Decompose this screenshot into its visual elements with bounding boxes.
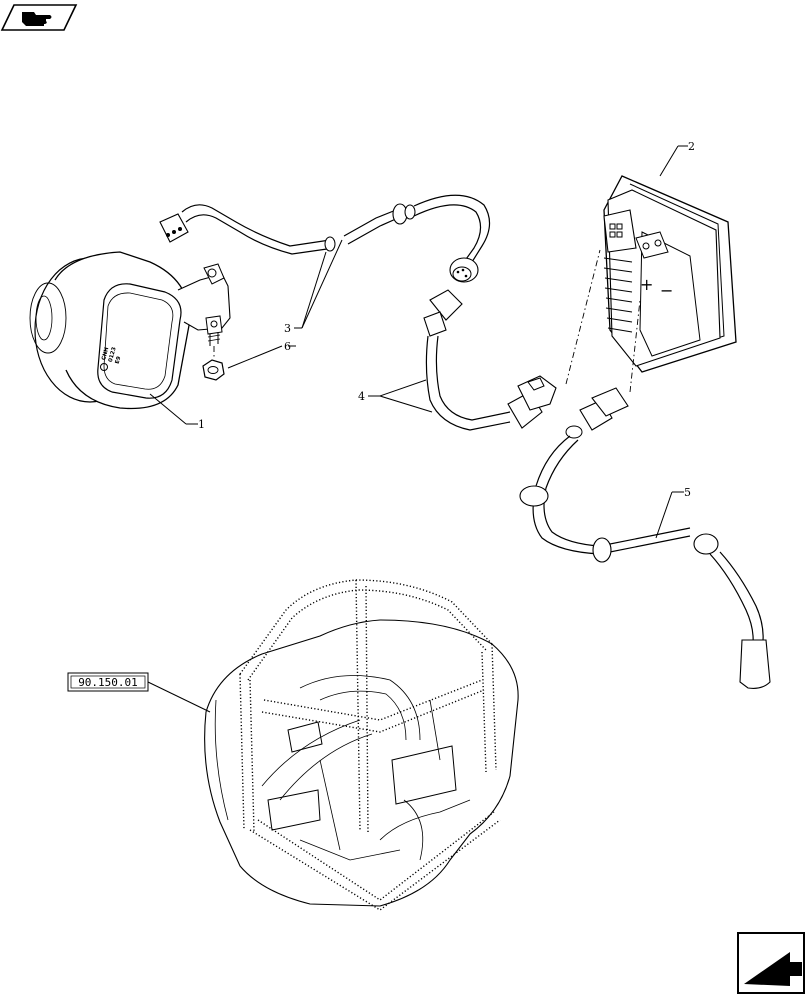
hex-nut (202, 359, 225, 381)
arrow-into-box-icon (744, 949, 802, 986)
relay-module: + − (603, 175, 737, 373)
callout-3: 3 (284, 322, 291, 335)
callout-2: 2 (688, 140, 695, 153)
lower-wiring-harness (423, 289, 557, 431)
reference-label: 90.150.01 (78, 676, 138, 689)
lamp-assembly: CNH 0123 E9 (29, 251, 231, 410)
svg-text:−: − (660, 281, 673, 300)
callout-5: 5 (684, 486, 691, 499)
next-page-nav[interactable] (737, 932, 805, 994)
svg-text:0123: 0123 (108, 346, 118, 363)
svg-text:E9: E9 (115, 356, 123, 365)
reference-link-90-150-01[interactable]: 90.150.01 (67, 672, 149, 692)
prev-page-nav[interactable] (0, 4, 78, 31)
callout-1: 1 (198, 418, 205, 431)
callout-4: 4 (358, 390, 365, 403)
svg-text:CNH: CNH (101, 346, 110, 361)
cab-frame (204, 579, 519, 911)
pointing-hand-icon (22, 12, 52, 26)
upper-wiring-harness (159, 194, 491, 283)
svg-text:+: + (640, 275, 653, 294)
callout-6: 6 (284, 340, 291, 353)
side-wiring-harness (519, 387, 771, 689)
